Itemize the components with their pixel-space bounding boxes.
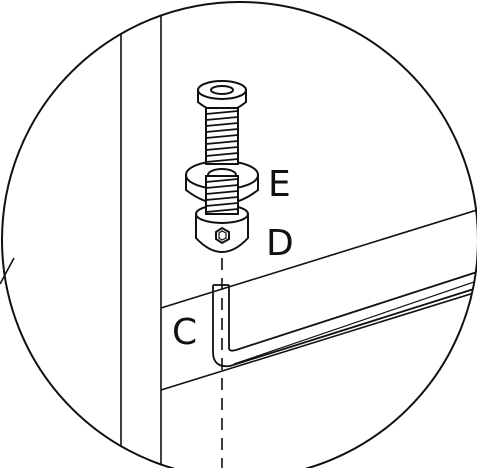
detail-contents (120, 2, 477, 468)
bolt-head (197, 80, 247, 113)
label-c: C (172, 312, 197, 353)
bolt-upper-thread (205, 107, 239, 165)
surface-line-lower (160, 291, 477, 391)
bolt-lower-thread (205, 175, 239, 215)
leader-line (0, 257, 15, 285)
allen-key (212, 271, 477, 368)
label-d: D (266, 223, 294, 264)
label-e: E (268, 164, 291, 205)
